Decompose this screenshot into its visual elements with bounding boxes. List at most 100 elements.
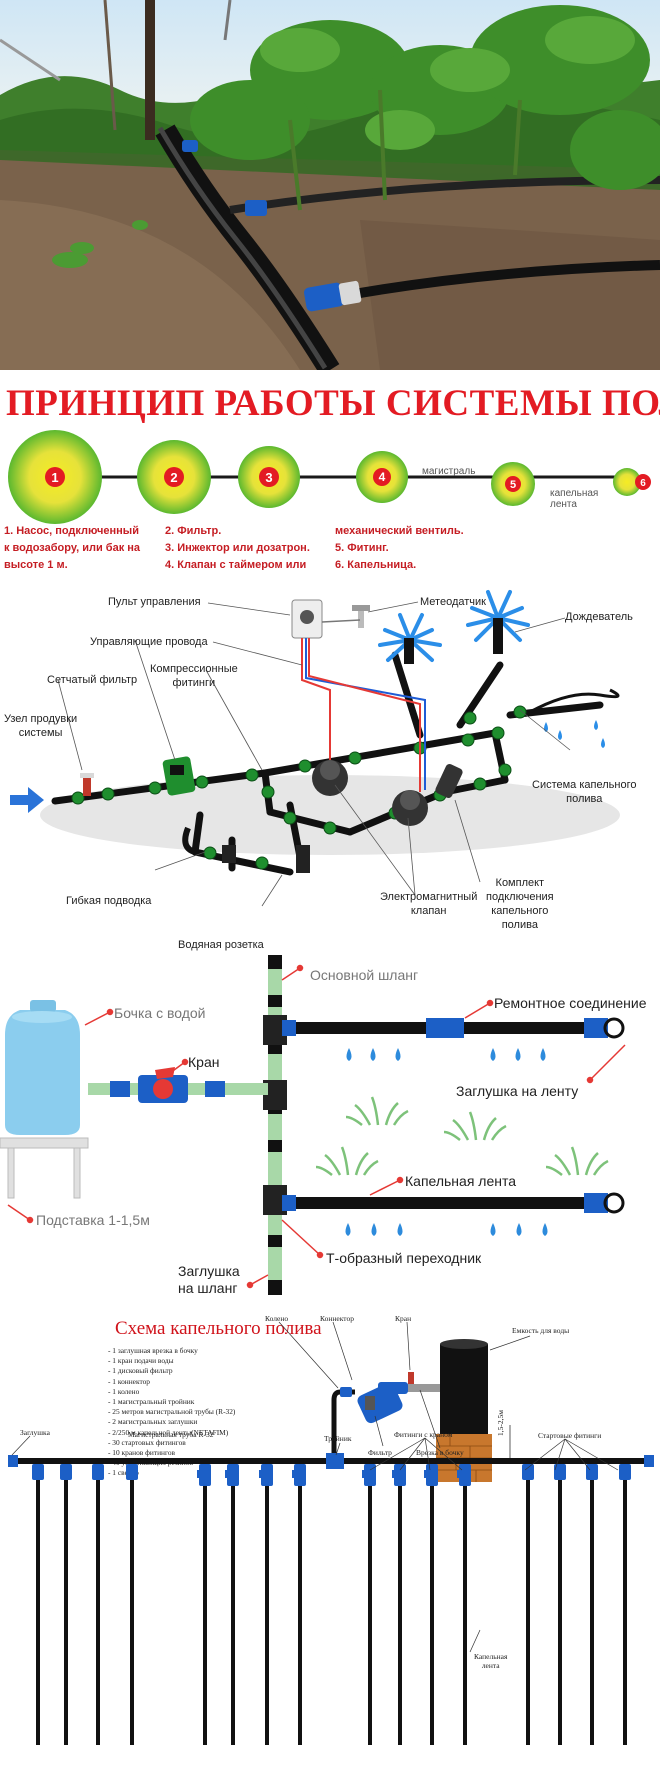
principle-flow: 1 2 3 4 5 6: [8, 430, 651, 524]
drip-tape-line: [203, 1470, 207, 1745]
tap-handle: [457, 1470, 461, 1478]
label-tee-small: Тройник: [324, 1434, 352, 1443]
label-valve: Электромагнитный клапан: [380, 891, 478, 917]
start-fitting: [554, 1464, 566, 1480]
list-item: - 1 кран подачи воды: [108, 1356, 174, 1366]
tap-fitting: [261, 1464, 273, 1486]
list-item: - 2/250 м капельной ленты(NETAFIM): [108, 1427, 229, 1437]
svg-text:6: 6: [640, 478, 646, 489]
start-fitting: [522, 1464, 534, 1480]
sprinkler-spray-icon: [378, 590, 530, 662]
list-item: - 1 магистральный тройник: [108, 1397, 195, 1407]
drip-tape-line: [231, 1470, 235, 1745]
drip-tape-line: [430, 1470, 434, 1745]
drip-tape-line: [36, 1470, 40, 1745]
label-control: Пульт управления: [108, 596, 201, 608]
label-elbow: Колено: [265, 1314, 289, 1323]
drip-tape-line: [64, 1470, 68, 1745]
note-1: 1. Насос, подключенный к водозабору, или…: [4, 525, 141, 570]
principle-panel: ПРИНЦИП РАБОТЫ СИСТЕМЫ ПОЛИВА 1 2 3 4: [0, 370, 660, 570]
list-item: - 1 коннектор: [108, 1376, 150, 1386]
tap-handle: [292, 1470, 296, 1478]
system-panel: Пульт управления Метеодатчик Управляющие…: [0, 570, 660, 955]
drip-scheme-title: Схема капельного полива: [115, 1318, 322, 1339]
drip-tape-line: [368, 1470, 372, 1745]
start-fitting: [126, 1464, 138, 1480]
label-meteo: Метеодатчик: [420, 596, 486, 608]
step-5: 5: [491, 462, 535, 506]
start-fitting: [32, 1464, 44, 1480]
label-mesh-filter: Сетчатый фильтр: [47, 674, 138, 686]
label-barrel: Бочка с водой: [114, 1005, 206, 1021]
drip-tape-line: [623, 1470, 627, 1745]
label-drip-tape: Капельная лента: [405, 1173, 517, 1189]
note-3: механический вентиль. 5. Фитинг. 6. Капе…: [335, 525, 464, 570]
inflow-arrow-icon: [10, 787, 44, 813]
list-item: - 1 сверло: [108, 1468, 139, 1478]
label-wires: Управляющие провода: [90, 636, 208, 648]
tap-fitting: [459, 1464, 471, 1486]
list-item: - 25 метров магистральной трубы (R-32): [108, 1407, 236, 1417]
start-fitting: [92, 1464, 104, 1480]
label-connector: Коннектор: [320, 1314, 354, 1323]
tap-handle: [424, 1470, 428, 1478]
label-compression: Компрессионные фитинги: [150, 663, 238, 689]
label-tap-small: Кран: [395, 1314, 412, 1323]
list-item: - 2 магистральных заглушки: [108, 1417, 198, 1427]
label-drip-system: Система капельного полива: [532, 779, 637, 805]
label-tank: Емкость для воды: [512, 1326, 570, 1335]
label-socket: Водяная розетка: [178, 939, 264, 951]
barrel-scheme-illustration: [0, 955, 626, 1295]
label-plug: Заглушка: [20, 1428, 50, 1437]
note-2: 2. Фильтр. 3. Инжектор или дозатрон. 4. …: [165, 525, 310, 570]
label-start-fittings: Стартовые фитинги: [538, 1431, 602, 1440]
label-drip-tape-small: Капельная лента: [474, 1652, 508, 1670]
svg-text:2: 2: [170, 470, 177, 485]
label-tape: капельная лента: [550, 488, 599, 510]
tap-fitting: [294, 1464, 306, 1486]
step-2: 2: [137, 440, 211, 514]
tap-fitting: [394, 1464, 406, 1486]
tap-handle: [197, 1470, 201, 1478]
label-insert: Врезка в бочку: [416, 1448, 464, 1457]
list-item: - 1 заглушная врезка в бочку: [108, 1346, 198, 1355]
drip-tape-line: [130, 1470, 134, 1745]
greenhouse-photo: [0, 0, 660, 370]
start-fitting: [619, 1464, 631, 1480]
label-tee: Т-образный переходник: [326, 1250, 482, 1266]
list-item: - 1 дисковый фильтр: [108, 1366, 173, 1376]
label-sprinkler: Дождеватель: [565, 611, 633, 623]
tap-fitting: [426, 1464, 438, 1486]
drip-tape-line: [590, 1470, 594, 1745]
label-hose-plug: Заглушка на шланг: [178, 1263, 240, 1296]
drip-scheme-panel: Схема капельного полива - 1 заглушная вр…: [0, 1300, 660, 1768]
svg-text:4: 4: [379, 470, 386, 484]
label-height: 1,5-2,5м: [496, 1410, 505, 1436]
svg-text:5: 5: [510, 479, 516, 491]
label-tape-plug: Заглушка на ленту: [456, 1083, 579, 1099]
drip-scheme-illustration: [8, 1321, 654, 1745]
tap-handle: [362, 1470, 366, 1478]
tap-fitting: [364, 1464, 376, 1486]
list-item: - 1 колено: [108, 1386, 140, 1396]
label-tap: Кран: [188, 1054, 220, 1070]
svg-text:3: 3: [265, 470, 272, 485]
principle-title: ПРИНЦИП РАБОТЫ СИСТЕМЫ ПОЛИВА: [6, 383, 660, 424]
barrel-scheme-panel: Основной шланг Бочка с водой Ремонтное с…: [0, 955, 660, 1300]
list-item: - 30 стартовых фитингов: [108, 1437, 186, 1447]
drip-tape-line: [558, 1470, 562, 1745]
label-flex: Гибкая подводка: [66, 895, 152, 907]
label-purge: Узел продувки системы: [4, 713, 78, 739]
label-stand: Подставка 1-1,5м: [36, 1212, 150, 1228]
start-fitting: [586, 1464, 598, 1480]
drip-tape-line: [463, 1470, 467, 1745]
drip-tape-line: [398, 1470, 402, 1745]
grass-icon: [315, 1096, 609, 1176]
drip-tape-line: [265, 1470, 269, 1745]
step-3: 3: [238, 446, 300, 508]
label-main-pipe: Магистральная труба R-32: [128, 1430, 214, 1439]
label-repair: Ремонтное соединение: [494, 995, 647, 1011]
step-1: 1: [8, 430, 102, 524]
label-filter: Фильтр: [368, 1448, 392, 1457]
start-fitting: [60, 1464, 72, 1480]
